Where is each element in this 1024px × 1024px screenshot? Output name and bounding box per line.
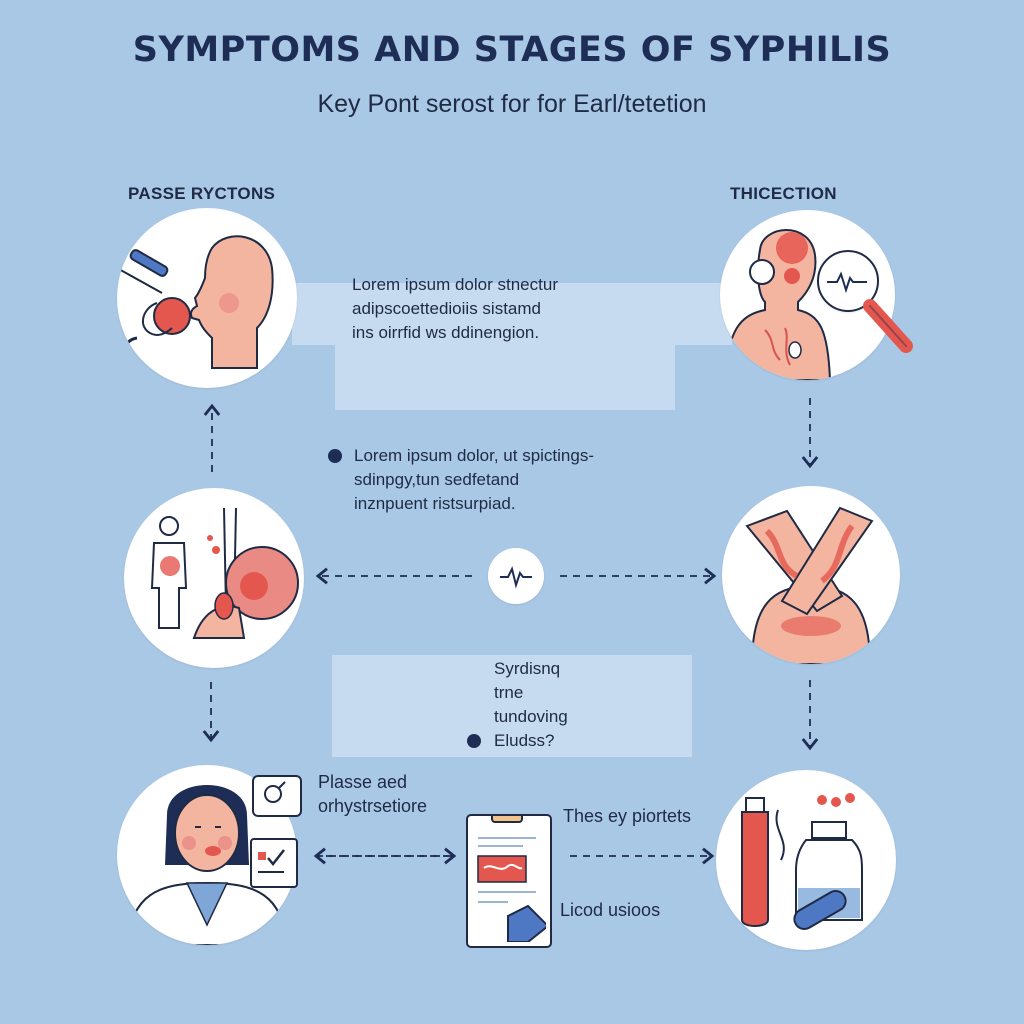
- panel-lower: [332, 655, 692, 757]
- skin-rash-illustration: [745, 506, 874, 664]
- circle-rash: [722, 486, 900, 664]
- text-line: adipscoettedioiis sistamd: [352, 299, 541, 318]
- label-primary-stage: PASSE RYCTONS: [128, 184, 276, 203]
- checklist-icon: [250, 838, 298, 888]
- text-line: orhystrsetiore: [318, 796, 428, 816]
- text-line: tundoving: [494, 707, 568, 726]
- chat-bubble-icon: [252, 775, 302, 817]
- text-line: Eludss?: [494, 731, 555, 750]
- bullet-dot: [328, 449, 342, 463]
- lab-report-icon: [466, 807, 552, 948]
- label-infection-stage: THICECTION: [730, 184, 837, 203]
- text-line: Lorem ipsum dolor, ut spictings-: [354, 446, 594, 465]
- doctor-note: Plasse aed orhystrsetiore: [318, 770, 427, 818]
- circle-lab-tests: [716, 770, 896, 950]
- patient-mouth-lesion-illustration: [117, 235, 274, 369]
- body-throat-illustration: [150, 507, 299, 639]
- doctor-illustration: [125, 785, 289, 945]
- lab-bottles-illustration: [741, 793, 863, 930]
- infected-face-illustration: [723, 229, 832, 380]
- page-title: SYMPTOMS AND STAGES OF SYPHILIS: [132, 30, 892, 70]
- page-subtitle: Key Pont serost for for Earl/tetetion: [317, 90, 707, 118]
- right-note: Thes ey piortets: [563, 806, 692, 826]
- center-middle-text: Lorem ipsum dolor, ut spictings- sdinpgy…: [354, 444, 594, 516]
- panel-top: [335, 283, 675, 410]
- text-line: trne: [494, 683, 524, 702]
- magnifier-handle-icon: [863, 299, 913, 353]
- center-lower-text: Syrdisnq trne tundoving Eludss?: [494, 657, 568, 753]
- center-top-text: Lorem ipsum dolor stnectur adipscoettedi…: [352, 273, 558, 345]
- circle-doctor: [117, 765, 297, 945]
- text-line: inznpuent ristsurpiad.: [354, 494, 516, 513]
- text-line: ins oirrfid ws ddinengion.: [352, 323, 540, 342]
- text-line: Syrdisnq: [494, 659, 561, 678]
- bullet-dot: [467, 734, 481, 748]
- text-line: sdinpgy,tun sedfetand: [354, 470, 520, 489]
- heartbeat-icon: [488, 548, 544, 604]
- circle-primary-symptom: [117, 208, 297, 388]
- text-line: Lorem ipsum dolor stnectur: [352, 275, 558, 294]
- lab-note: Licod usioos: [560, 900, 661, 920]
- circle-body-symptoms: [124, 488, 304, 668]
- text-line: Plasse aed: [318, 772, 408, 792]
